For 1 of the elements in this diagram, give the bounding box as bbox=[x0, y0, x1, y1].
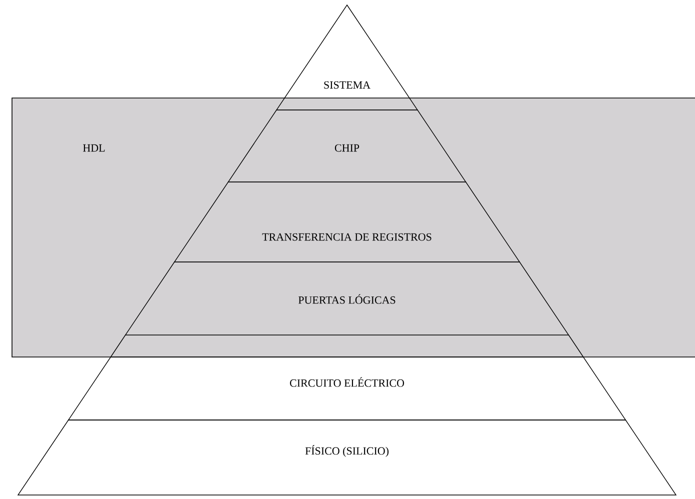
pyramid-layer: CHIP bbox=[228, 110, 466, 182]
